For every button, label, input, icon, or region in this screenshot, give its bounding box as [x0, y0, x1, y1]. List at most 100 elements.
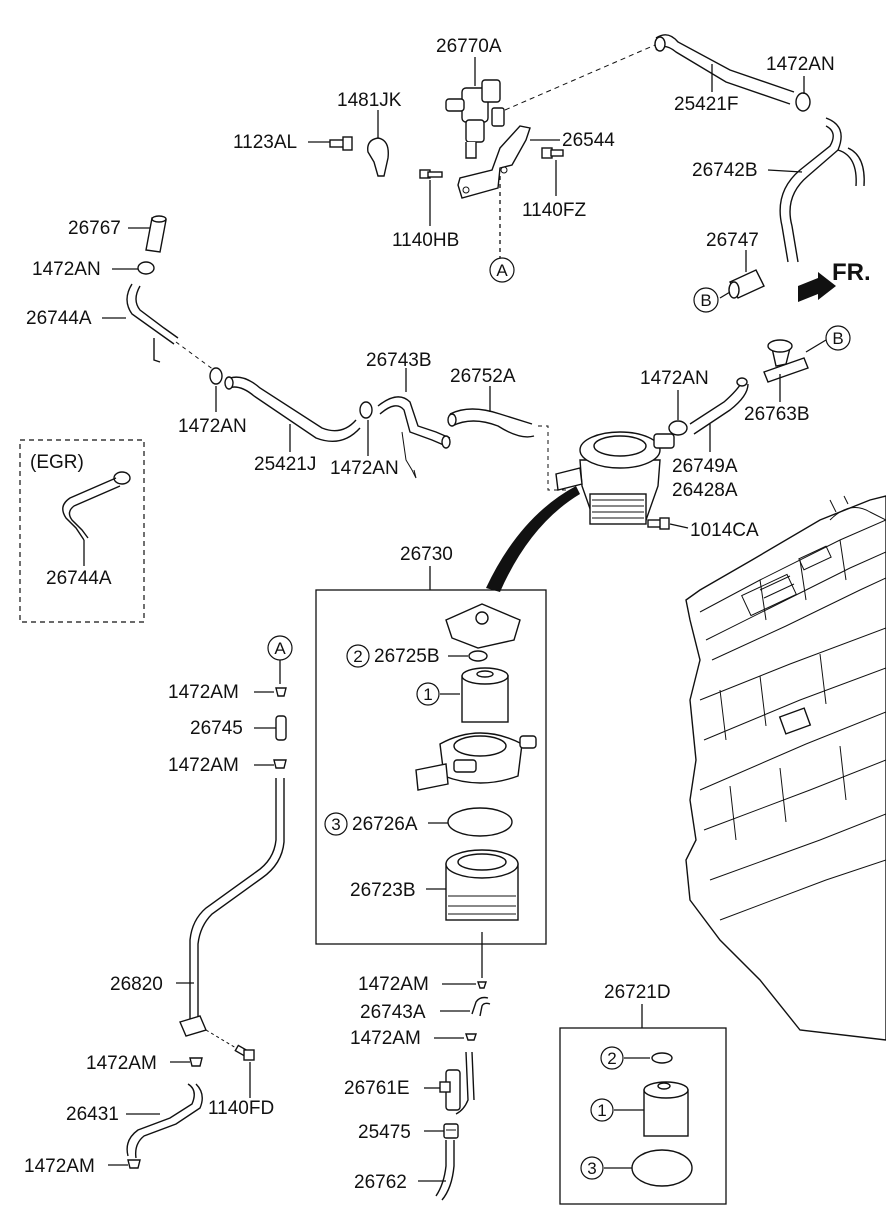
clamp-1472AN-top	[795, 92, 811, 112]
clamp-1472AN-right	[668, 420, 688, 436]
label-1472AN-left: 1472AN	[32, 259, 101, 280]
label-25421J: 25421J	[254, 454, 316, 475]
kit-element	[643, 1081, 689, 1137]
clamp-1472AM-6	[465, 1033, 477, 1041]
label-1472AM-5: 1472AM	[358, 974, 429, 995]
leader-B-top	[719, 291, 731, 299]
label-26747: 26747	[706, 230, 759, 251]
hose-26431	[126, 1083, 203, 1159]
leader-B-right	[805, 339, 827, 353]
label-1472AM-4: 1472AM	[24, 1156, 95, 1177]
filter-housing	[415, 732, 537, 791]
sleeve-26745	[275, 715, 287, 741]
marker-1-center	[416, 682, 440, 706]
label-1472AN-mid1: 1472AN	[178, 416, 247, 437]
hose-26752A	[447, 408, 535, 438]
marker-A-top	[489, 257, 515, 283]
valve-26770A	[445, 79, 505, 159]
pipe-26820	[179, 778, 285, 1037]
filter-26723B	[445, 849, 519, 921]
marker-A-left	[267, 635, 293, 661]
kit-oring-small	[651, 1052, 673, 1064]
label-26752A: 26752A	[450, 366, 516, 387]
tube-26767	[145, 215, 167, 253]
label-1472AN-top: 1472AN	[766, 54, 835, 75]
clamp-1472AM-2	[273, 759, 287, 769]
label-26726A: 26726A	[352, 814, 418, 835]
leader-dashed-1140FD	[205, 1029, 237, 1049]
leader-1014CA	[669, 523, 689, 529]
clamp-1472AM-1	[275, 687, 287, 697]
marker-B-right-text: B	[832, 329, 843, 348]
label-1140FD: 1140FD	[208, 1098, 274, 1119]
marker-A-top-text: A	[496, 261, 508, 280]
label-26767: 26767	[68, 218, 121, 239]
label-1140FZ: 1140FZ	[522, 200, 586, 221]
marker-2-center	[346, 644, 370, 668]
label-1472AM-3: 1472AM	[86, 1053, 157, 1074]
marker-3-kit	[580, 1156, 604, 1180]
label-26745: 26745	[190, 718, 243, 739]
oring-26726A	[447, 807, 513, 837]
leader-26742B	[767, 169, 803, 173]
leader-dashed-left	[175, 341, 215, 371]
marker-2-kit	[600, 1046, 624, 1070]
hose-26742B	[779, 117, 865, 263]
sleeve-26747	[728, 269, 765, 299]
leader-dashed-filter	[538, 425, 578, 491]
pipe-26744A	[126, 283, 179, 363]
label-1140HB: 1140HB	[392, 230, 459, 251]
element-1	[461, 667, 509, 723]
bracket-26544	[457, 125, 531, 199]
clamp-1472AN-left	[137, 261, 155, 275]
clip-1481JK	[367, 137, 389, 177]
hose-26762	[435, 1140, 455, 1201]
label-26743A: 26743A	[360, 1002, 426, 1023]
label-26820: 26820	[110, 974, 163, 995]
box-26730	[315, 589, 547, 945]
callout-wedge	[486, 486, 580, 592]
oring-26725B	[468, 650, 488, 662]
label-1123AL: 1123AL	[233, 132, 297, 153]
fuel-filter-assembly	[555, 431, 675, 525]
label-EGR: (EGR)	[30, 452, 84, 473]
label-26761E: 26761E	[344, 1078, 410, 1099]
clamp-1472AM-3	[189, 1057, 203, 1067]
label-26428A: 26428A	[672, 480, 738, 501]
pipe-26744A-egr	[62, 471, 131, 541]
label-26744A: 26744A	[26, 308, 92, 329]
label-26723B: 26723B	[350, 880, 416, 901]
clamp-1472AM-5	[477, 981, 487, 989]
hose-26743B	[377, 396, 451, 479]
hose-26749A	[689, 377, 749, 435]
label-26770A: 26770A	[436, 36, 502, 57]
marker-B-right	[825, 325, 851, 351]
marker-A-left-text: A	[274, 639, 286, 658]
bolt-1123AL	[329, 136, 353, 151]
label-26763B: 26763B	[744, 404, 810, 425]
label-26742B: 26742B	[692, 160, 758, 181]
connector-25475	[443, 1123, 459, 1139]
label-25421F: 25421F	[674, 94, 738, 115]
label-1472AN-mid2: 1472AN	[330, 458, 399, 479]
label-FR: FR.	[832, 259, 871, 286]
label-1472AM-6: 1472AM	[350, 1028, 421, 1049]
valve-26761E	[439, 1051, 475, 1115]
bolt-1014CA	[647, 517, 670, 530]
label-26749A: 26749A	[672, 456, 738, 477]
box-26721D	[559, 1027, 727, 1205]
marker-B-left-text: B	[700, 291, 711, 310]
tee-26763B	[763, 339, 809, 383]
label-26743B: 26743B	[366, 350, 432, 371]
label-26544: 26544	[562, 130, 615, 151]
label-26721D: 26721D	[604, 982, 671, 1003]
label-1481JK: 1481JK	[337, 90, 402, 111]
clamp-1472AN-mid1	[209, 367, 223, 385]
label-1014CA: 1014CA	[690, 520, 759, 541]
clamp-1472AN-mid2	[359, 401, 373, 419]
label-1472AM-2: 1472AM	[168, 755, 239, 776]
clamp-1472AM-4	[127, 1159, 141, 1169]
bolt-1140FD	[234, 1044, 255, 1061]
